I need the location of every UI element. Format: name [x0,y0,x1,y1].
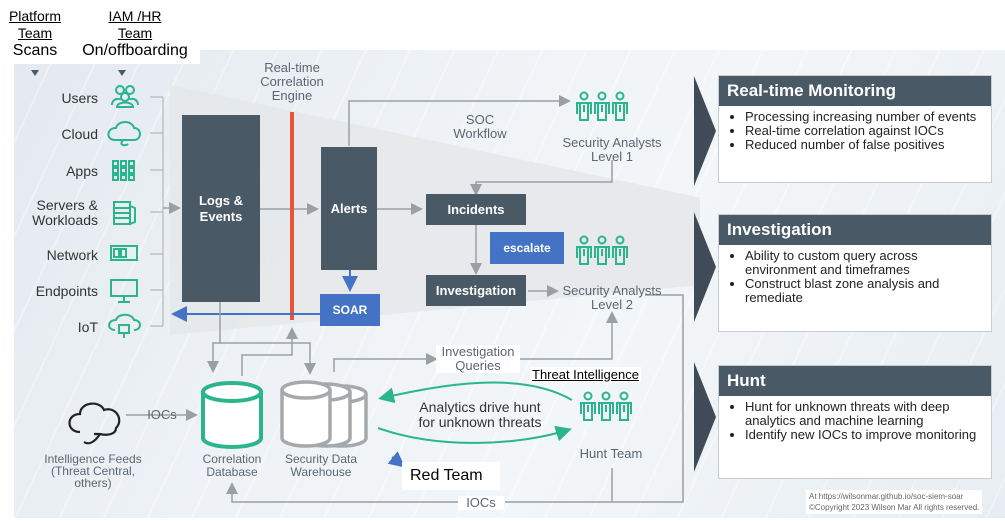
panel-bullet: Reduced number of false positives [745,138,991,152]
platform-team-title-2: Team [17,25,53,41]
footer-url: At https://wilsonmar.github.io/soc-siem-… [809,492,964,501]
source-label-users: Users [61,90,98,106]
hunt-team-label: Hunt Team [579,446,643,461]
platform-team-subtitle: Scans [12,42,58,59]
platform-arrow-icon [31,70,39,76]
iam-team-subtitle: On/offboarding [82,42,188,59]
incidents-box[interactable]: Incidents [426,194,526,225]
iocs-feed-label: IOCs [147,407,177,422]
platform-team-title-1: Platform [8,8,62,24]
intelligence-feeds-label: Intelligence Feeds(Threat Central,others… [44,452,142,490]
apps-grid-icon [112,160,135,181]
logs-events-box[interactable]: Logs &Events [182,115,260,302]
panel-title: Investigation [719,215,991,245]
iam-arrow-icon [118,70,126,76]
source-label-apps: Apps [66,163,98,179]
data-warehouse-icon [280,380,368,448]
panel-bullet: Real-time correlation against IOCs [745,124,991,138]
servers-line1: Servers & [36,197,98,213]
iot-cloud-icon [108,313,141,338]
copyright-notice: At https://wilsonmar.github.io/soc-siem-… [806,490,983,514]
escalate-box[interactable]: escalate [490,232,564,264]
analysts-level1-icon [576,91,628,121]
panel-bullet: Identify new IOCs to improve monitoring [745,428,991,442]
soar-label: SOAR [332,303,368,317]
iam-team-title-1: IAM /HR [108,8,162,24]
iocs-bottom-label: IOCs [458,496,504,510]
analysts-level2-icon [576,235,628,265]
servers-line2: Workloads [32,212,98,228]
iam-team-title-2: Team [117,25,153,41]
source-label-cloud: Cloud [61,126,98,142]
network-icon [110,245,138,261]
alerts-label: Alerts [330,200,368,216]
cloud-icon [107,121,141,147]
hunt-team-icon [580,391,632,421]
logs-events-label: Logs &Events [198,192,244,224]
panel-investigation: Investigation Ability to custom query ac… [718,214,992,332]
source-label-servers: Servers & Workloads [20,198,98,228]
threat-intelligence-label: Threat Intelligence [530,367,641,382]
panel-hunt: Hunt Hunt for unknown threats with deep … [718,365,992,479]
source-label-endpoints: Endpoints [35,283,98,299]
iam-hr-team-label: IAM /HR Team On/offboarding [70,8,200,64]
intel-cloud-icon [68,402,121,445]
panel-bullet: Ability to custom query across environme… [745,249,991,277]
source-label-network: Network [46,247,98,263]
server-icon [113,201,136,225]
panel-bullet: Construct blast zone analysis and remedi… [745,277,991,305]
panel-bullet: Hunt for unknown threats with deep analy… [745,400,991,428]
panel-bullet: Processing increasing number of events [745,110,991,124]
escalate-label: escalate [503,241,551,255]
red-team-label: Red Team [402,462,500,490]
investigation-label: Investigation [435,282,517,298]
footer-copyright: ©Copyright 2023 Wilson Mar All rights re… [809,503,980,512]
correlation-database-icon [201,381,263,449]
panel-title: Real-time Monitoring [719,76,991,106]
panel-realtime-monitoring: Real-time Monitoring Processing increasi… [718,75,992,183]
incidents-label: Incidents [447,201,505,217]
alerts-box[interactable]: Alerts [321,147,377,270]
panel-title: Hunt [719,366,991,396]
users-icon [111,85,139,108]
source-label-iot: IoT [77,319,98,335]
investigation-box[interactable]: Investigation [426,275,526,306]
platform-team-label: Platform Team Scans [0,8,70,64]
soar-box[interactable]: SOAR [320,294,380,326]
monitor-icon [110,279,138,303]
